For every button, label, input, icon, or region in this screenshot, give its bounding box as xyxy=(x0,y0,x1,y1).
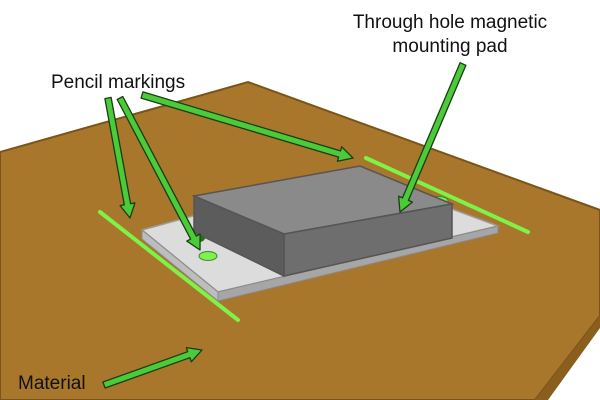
magnet-block xyxy=(191,165,455,278)
pencil-marking-right xyxy=(364,156,530,234)
label-mounting-pad-line1: Through hole magnetic xyxy=(353,12,547,33)
arrow-pencil-hole-icon xyxy=(116,95,201,251)
arrow-material-icon xyxy=(102,346,203,389)
pencil-marking-left xyxy=(98,210,240,322)
board-edge xyxy=(535,316,600,400)
pencil-marking-lines xyxy=(98,156,530,322)
arrow-pencil-right-icon xyxy=(140,91,354,162)
label-mounting-pad-line2: mounting pad xyxy=(392,36,507,57)
hole-marking-left xyxy=(198,251,218,261)
magnet-side xyxy=(193,194,285,278)
label-pencil-markings: Pencil markings xyxy=(51,72,185,93)
labels: Pencil markings Through hole magnetic mo… xyxy=(18,12,547,394)
label-material: Material xyxy=(18,373,86,394)
arrow-mounting-pad-icon xyxy=(397,62,467,213)
annotation-arrows xyxy=(102,62,467,389)
plate-left-edge xyxy=(141,228,219,303)
arrow-pencil-left-icon xyxy=(104,96,136,219)
